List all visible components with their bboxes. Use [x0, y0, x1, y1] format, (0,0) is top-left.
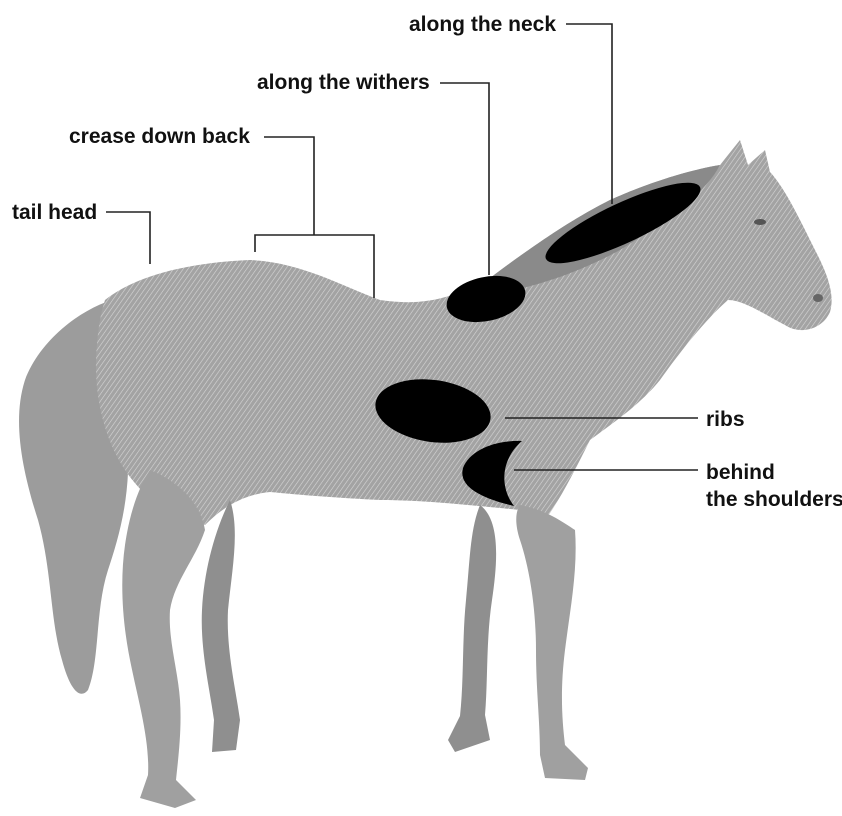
- label-along-the-withers: along the withers: [257, 71, 430, 94]
- leader-tail-head: [106, 212, 150, 264]
- label-crease-down-back: crease down back: [69, 125, 250, 148]
- horse-front-leg-far: [448, 505, 496, 752]
- label-behind-the-shoulders-line1: behind: [706, 461, 775, 484]
- leader-along-the-withers: [440, 83, 489, 275]
- horse-hind-leg-near: [122, 470, 205, 808]
- label-along-the-neck: along the neck: [409, 13, 556, 36]
- horse-nostril: [813, 294, 823, 302]
- leader-along-the-neck: [566, 24, 612, 204]
- label-ribs: ribs: [706, 408, 745, 431]
- leader-crease-down-back: [264, 137, 314, 235]
- horse-hind-leg-far: [202, 500, 240, 752]
- label-behind-the-shoulders-line2: the shoulders: [706, 488, 842, 511]
- horse-eye: [754, 219, 766, 225]
- label-tail-head: tail head: [12, 201, 97, 224]
- horse-front-leg-near: [516, 505, 588, 780]
